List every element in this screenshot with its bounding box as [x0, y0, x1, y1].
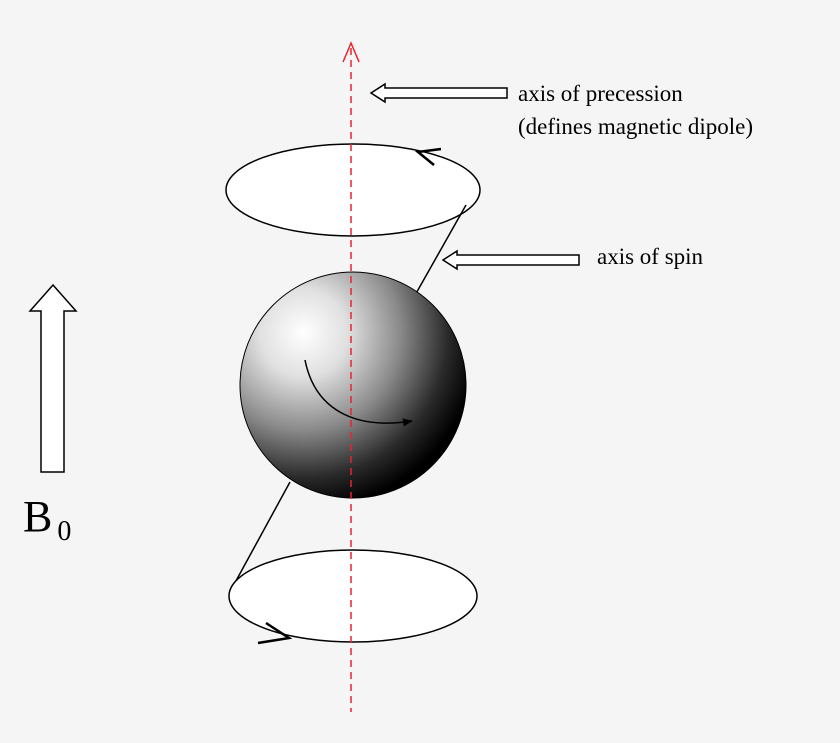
bottom-rotation-arrowhead	[257, 621, 293, 645]
spin-axis-label: axis of spin	[597, 244, 704, 269]
top-precession-ellipse	[225, 143, 481, 237]
precession-pointer-arrow-icon	[369, 82, 508, 104]
spinning-particle-sphere	[239, 271, 467, 499]
top-rotation-arrowhead	[414, 147, 442, 166]
field-subscript: 0	[57, 516, 71, 547]
spin-rotation-arrow	[304, 359, 413, 427]
magnetic-field-up-arrow-icon	[28, 283, 78, 473]
bottom-precession-ellipse	[228, 549, 478, 643]
precession-axis-label: axis of precession	[518, 81, 683, 106]
magnetic-field-label: B 0	[23, 492, 71, 547]
precession-axis-sublabel: (defines magnetic dipole)	[518, 114, 753, 139]
field-symbol: B	[23, 492, 52, 541]
precession-axis-arrowhead-icon	[342, 41, 360, 63]
spin-pointer-arrow-icon	[441, 249, 580, 271]
spin-axis-line-bottom	[230, 481, 291, 591]
